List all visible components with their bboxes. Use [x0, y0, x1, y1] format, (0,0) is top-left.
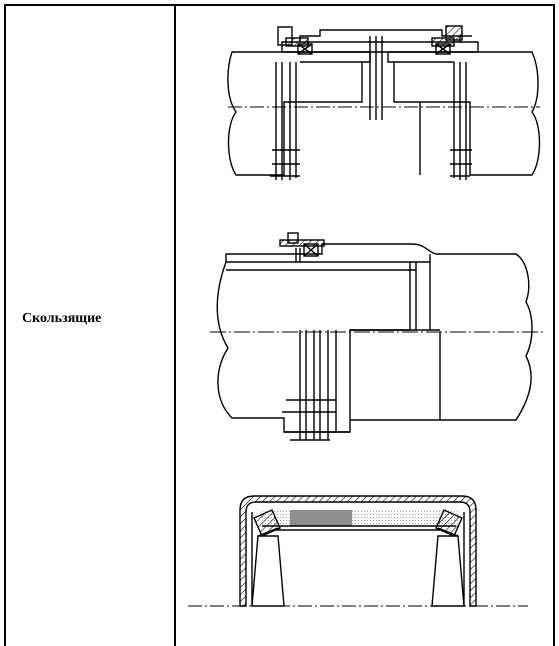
table-right-border — [553, 4, 555, 646]
drawing-3 — [188, 495, 528, 607]
drawing-2 — [210, 232, 545, 441]
drawing-1 — [227, 25, 541, 180]
table-left-border — [4, 4, 6, 646]
row-label: Скользящие — [22, 311, 102, 326]
table-top-border — [4, 4, 555, 6]
table-column-divider — [174, 4, 176, 646]
